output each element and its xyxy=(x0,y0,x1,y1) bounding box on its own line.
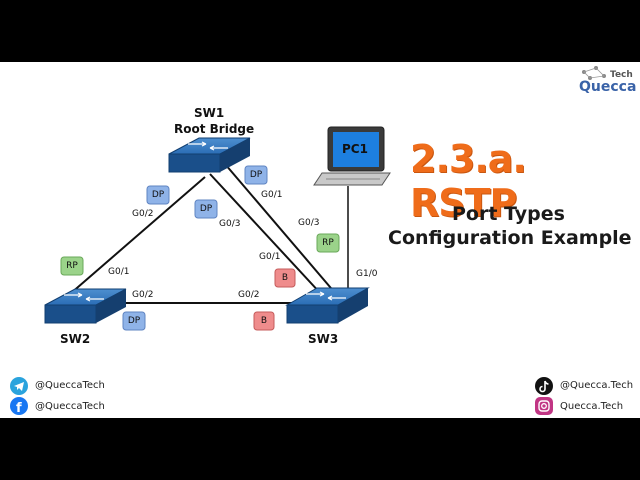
facebook-icon: f xyxy=(10,397,28,416)
iface-sw2-g0-2: G0/2 xyxy=(132,290,154,300)
telegram-handle: @QueccaTech xyxy=(35,380,105,391)
iface-sw1-g0-2: G0/2 xyxy=(132,209,154,219)
svg-text:f: f xyxy=(16,401,22,415)
link-sw1-sw3-a xyxy=(209,173,323,296)
tiktok-handle: @Quecca.Tech xyxy=(560,380,634,391)
tiktok-icon xyxy=(535,377,553,395)
pc1-name: PC1 xyxy=(342,142,368,156)
quecca-logo-icon xyxy=(582,66,606,80)
badge-sw1-g0-2-box xyxy=(146,185,170,205)
iface-sw3-g0-2: G0/2 xyxy=(238,290,260,300)
telegram-icon xyxy=(10,377,28,395)
logo-name: Quecca xyxy=(579,79,637,95)
facebook-handle: @QueccaTech xyxy=(35,401,105,412)
badge-sw2-g0-2-box xyxy=(122,311,146,331)
badge-sw1-g0-3-box xyxy=(194,199,218,219)
network-diagram xyxy=(44,66,606,331)
sw3-name: SW3 xyxy=(308,332,339,346)
subtitle-line1: Port Types xyxy=(452,203,565,225)
link-sw1-sw2 xyxy=(69,176,206,295)
instagram-handle: Quecca.Tech xyxy=(560,401,624,412)
sw2-name: SW2 xyxy=(60,332,91,346)
port-badges xyxy=(60,165,340,331)
badge-sw2-g0-1-box xyxy=(60,256,84,276)
links xyxy=(69,163,349,304)
badge-sw3-g0-1: B xyxy=(281,273,289,283)
badge-sw1-g0-1-box xyxy=(244,165,268,185)
iface-sw2-g0-1: G0/1 xyxy=(108,267,130,277)
sw3-switch-icon xyxy=(285,287,370,324)
iface-sw3-g0-1: G0/1 xyxy=(259,252,281,262)
badge-sw3-g0-2: B xyxy=(260,316,268,326)
badge-sw3-g0-1-box xyxy=(274,268,296,288)
badge-sw1-g0-1: DP xyxy=(249,170,263,180)
link-sw1-sw3-b xyxy=(224,163,337,295)
sw1-role: Root Bridge xyxy=(174,122,255,136)
iface-sw3-g0-3: G0/3 xyxy=(298,218,320,228)
sw1-switch-icon xyxy=(168,137,251,173)
page-title: 2.3.a. RSTP xyxy=(410,137,527,225)
badge-sw3-g0-3-box xyxy=(316,233,340,253)
iface-sw1-g0-3: G0/3 xyxy=(219,219,241,229)
logo-tag: Tech xyxy=(610,70,633,80)
pc1-laptop-icon xyxy=(313,126,391,186)
badge-sw3-g0-3: RP xyxy=(322,238,334,248)
slide-frame: SW1 Root Bridge SW2 SW3 PC1 G0/2 G0/3 G0… xyxy=(0,62,640,418)
badge-sw2-g0-2: DP xyxy=(127,316,141,326)
instagram-icon xyxy=(535,397,553,415)
sw1-name: SW1 xyxy=(194,106,225,120)
iface-sw3-g1-0: G1/0 xyxy=(356,269,378,279)
badge-sw3-g0-2-box xyxy=(253,311,275,331)
sw2-switch-icon xyxy=(44,288,127,324)
subtitle-line2: Configuration Example xyxy=(388,227,632,249)
badge-sw2-g0-1: RP xyxy=(66,261,78,271)
badge-sw1-g0-3: DP xyxy=(199,204,213,214)
badge-sw1-g0-2: DP xyxy=(151,190,165,200)
iface-sw1-g0-1: G0/1 xyxy=(261,190,283,200)
